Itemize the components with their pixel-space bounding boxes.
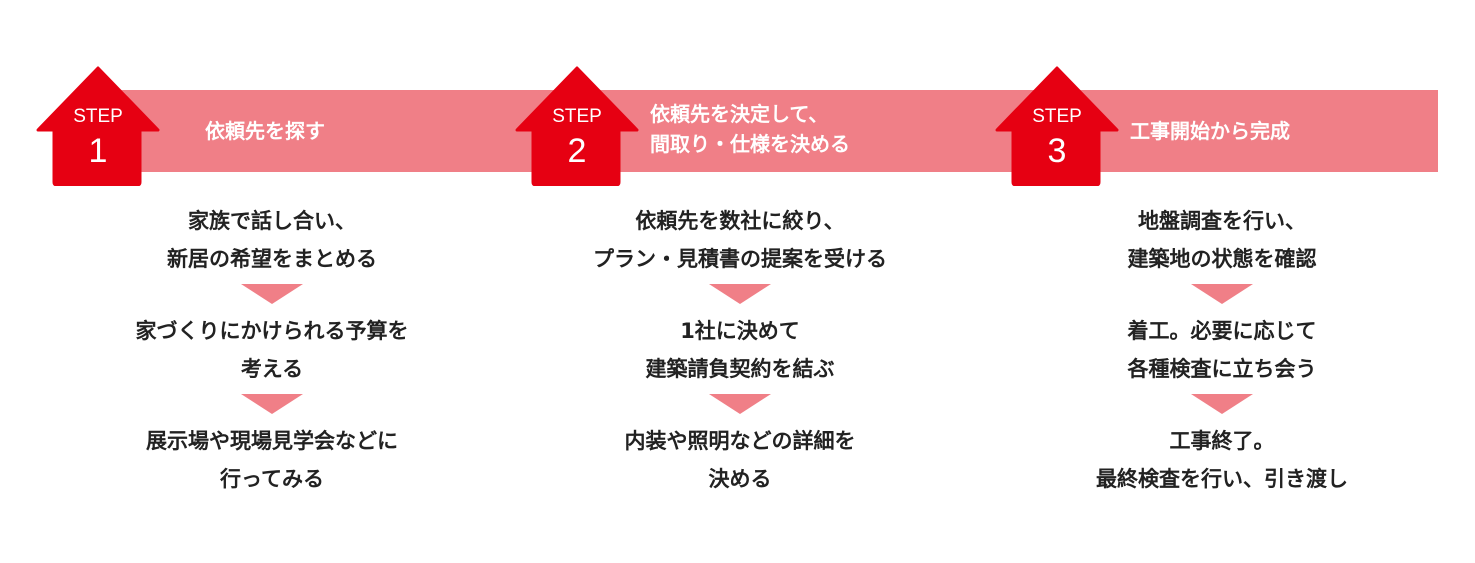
down-arrow-icon [241,394,303,414]
step-1-title: 依頼先を探す [205,119,325,143]
step-3-title: 工事開始から完成 [1130,119,1290,143]
step-2-title: 依頼先を決定して、 間取り・仕様を決める [650,102,850,156]
step-3-items: 地盤調査を行い、 建築地の状態を確認 着工。必要に応じて 各種検査に立ち会う 工… [1012,202,1432,498]
step-1-items: 家族で話し合い、 新居の希望をまとめる 家づくりにかけられる予算を 考える 展示… [62,202,482,498]
list-item: 着工。必要に応じて 各種検査に立ち会う [1127,319,1317,381]
list-item: 依頼先を数社に絞り、 プラン・見積書の提案を受ける [593,209,887,271]
list-item: 工事終了。 最終検査を行い、引き渡し [1096,429,1348,491]
step-label: STEP [1032,106,1082,127]
step-number: 3 [1047,132,1067,170]
list-item: 1社に決めて 建築請負契約を結ぶ [645,319,835,381]
down-arrow-icon [241,284,303,304]
step-2-badge: STEP 2 [515,66,639,186]
step-3-badge: STEP 3 [995,66,1119,186]
step-number: 2 [567,132,587,170]
list-item: 家づくりにかけられる予算を 考える [135,319,409,381]
house-icon [36,66,160,186]
house-icon [515,66,639,186]
down-arrow-icon [709,394,771,414]
step-number: 1 [88,132,108,170]
list-item: 家族で話し合い、 新居の希望をまとめる [167,209,377,271]
list-item: 展示場や現場見学会などに 行ってみる [146,429,398,491]
down-arrow-icon [1191,284,1253,304]
list-item: 地盤調査を行い、 建築地の状態を確認 [1127,209,1317,271]
step-2-items: 依頼先を数社に絞り、 プラン・見積書の提案を受ける 1社に決めて 建築請負契約を… [530,202,950,498]
step-banner [110,90,1438,172]
step-label: STEP [73,106,123,127]
step-1-badge: STEP 1 [36,66,160,186]
down-arrow-icon [1191,394,1253,414]
house-icon [995,66,1119,186]
down-arrow-icon [709,284,771,304]
step-label: STEP [552,106,602,127]
list-item: 内装や照明などの詳細を 決める [624,429,856,491]
